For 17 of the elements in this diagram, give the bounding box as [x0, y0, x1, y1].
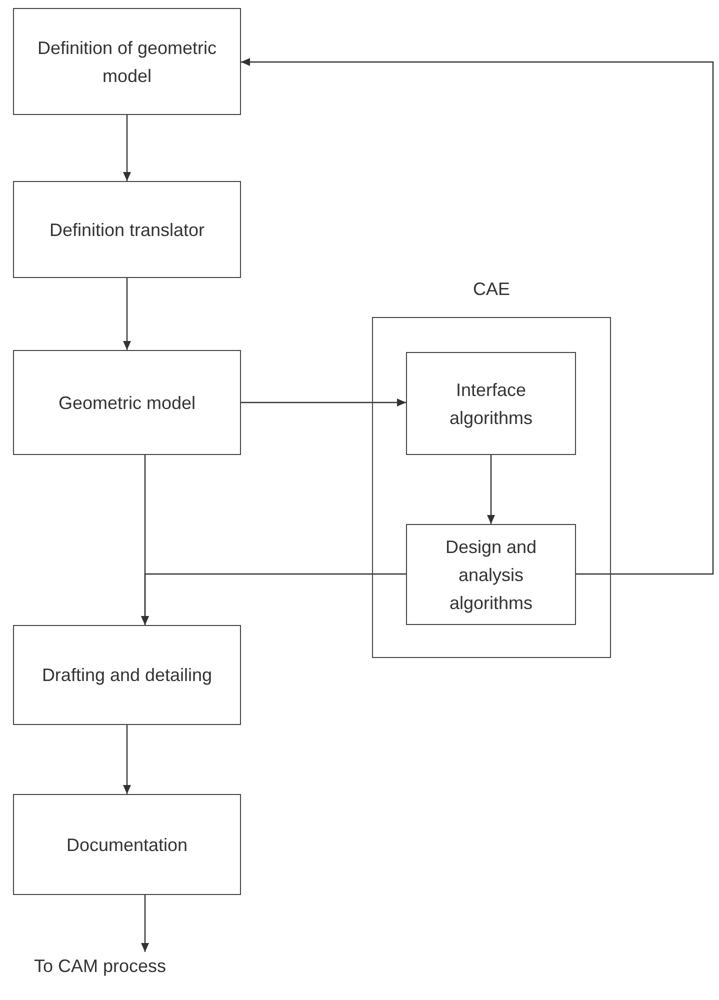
arrow	[141, 895, 149, 952]
arrow	[241, 398, 406, 406]
process-box: Geometric model	[13, 350, 241, 455]
group-title: CAE	[472, 278, 511, 301]
arrow	[241, 58, 714, 575]
process-box: Design and analysis algorithms	[406, 524, 576, 625]
process-box: Documentation	[13, 794, 241, 895]
arrow	[487, 455, 495, 524]
arrow	[123, 278, 131, 350]
arrow	[123, 115, 131, 181]
process-box: Drafting and detailing	[13, 625, 241, 725]
process-box: Definition translator	[13, 181, 241, 278]
arrow	[141, 573, 406, 625]
arrow	[123, 725, 131, 794]
end-label: To CAM process	[0, 952, 200, 980]
process-box: Interface algorithms	[406, 352, 576, 455]
process-box: Definition of geometric model	[13, 8, 241, 115]
